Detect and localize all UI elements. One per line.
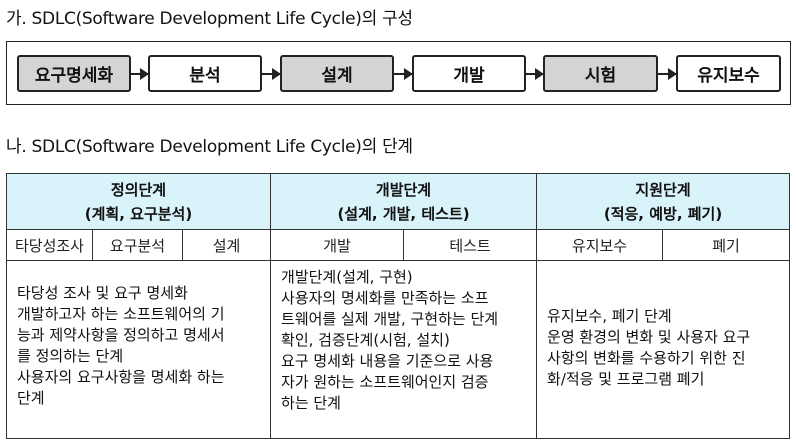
support-description: 유지보수, 폐기 단계 운영 환경의 변화 및 사용자 요구 사항의 변화를 수…: [536, 260, 791, 439]
desc-line: 능과 제약사항을 정의하고 명세서: [17, 326, 225, 344]
sdlc-flow-frame: [6, 41, 791, 105]
desc-line: 사용자의 요구사항을 명세화 하는: [17, 368, 225, 386]
desc-line: 를 정의하는 단계: [17, 347, 124, 365]
flow-box-development: 개발: [412, 55, 526, 92]
flow-box-design: 설계: [280, 55, 394, 92]
step-cell: 개발: [270, 229, 405, 261]
sdlc-phase-table: 정의단계 (계획, 요구분석) 개발단계 (설계, 개발, 테스트) 지원단계 …: [5, 173, 791, 439]
flow-arrow: [131, 68, 149, 80]
desc-line: 개발단계(설계, 구현): [281, 268, 413, 286]
phase-header-development: 개발단계 (설계, 개발, 테스트): [270, 173, 538, 230]
phase-subtitle: (설계, 개발, 테스트): [337, 204, 470, 223]
definition-description: 타당성 조사 및 요구 명세화 개발하고자 하는 소프트웨어의 기 능과 제약사…: [5, 260, 272, 439]
development-description: 개발단계(설계, 구현) 사용자의 명세화를 만족하는 소프 트웨어를 실제 개…: [270, 260, 538, 439]
desc-line: 트웨어를 실제 개발, 구현하는 단계: [281, 310, 499, 328]
desc-line: 타당성 조사 및 요구 명세화: [17, 284, 188, 302]
flow-box-requirements: 요구명세화: [17, 55, 131, 92]
desc-line: 유지보수, 폐기 단계: [547, 307, 672, 325]
phase-subtitle: (적응, 예방, 폐기): [603, 204, 723, 223]
desc-line: 확인, 검증단계(시험, 설치): [281, 331, 450, 349]
desc-line: 화/적응 및 프로그램 폐기: [547, 370, 705, 388]
step-cell: 요구분석: [92, 229, 183, 261]
step-cell: 설계: [181, 229, 272, 261]
phase-header-support: 지원단계 (적응, 예방, 폐기): [536, 173, 791, 230]
flow-box-testing: 시험: [543, 55, 658, 92]
step-cell: 폐기: [662, 229, 791, 261]
section-a-heading: 가. SDLC(Software Development Life Cycle)…: [6, 9, 413, 29]
phase-title: 지원단계: [635, 180, 691, 199]
step-cell: 유지보수: [536, 229, 664, 261]
flow-box-analysis: 분석: [148, 55, 262, 92]
desc-line: 사항의 변화를 수용하기 위한 진: [547, 349, 746, 367]
desc-line: 요구 명세화 내용을 기준으로 사용: [281, 352, 494, 370]
desc-line: 개발하고자 하는 소프트웨어의 기: [17, 305, 225, 323]
phase-header-definition: 정의단계 (계획, 요구분석): [5, 173, 272, 230]
flow-arrow: [658, 68, 677, 80]
desc-line: 자가 원하는 소프트웨어인지 검증: [281, 373, 489, 391]
flow-arrow: [262, 68, 281, 80]
desc-line: 운영 환경의 변화 및 사용자 요구: [547, 328, 751, 346]
step-cell: 테스트: [403, 229, 538, 261]
phase-title: 정의단계: [110, 180, 167, 199]
flow-arrow: [394, 68, 413, 80]
flow-arrow: [526, 68, 544, 80]
step-cell: 타당성조사: [6, 229, 93, 261]
desc-line: 사용자의 명세화를 만족하는 소프: [281, 289, 489, 307]
phase-title: 개발단계: [375, 180, 432, 199]
flow-box-maintenance: 유지보수: [676, 55, 781, 92]
phase-subtitle: (계획, 요구분석): [84, 204, 193, 223]
desc-line: 하는 단계: [281, 394, 341, 412]
desc-line: 단계: [17, 389, 45, 407]
section-b-heading: 나. SDLC(Software Development Life Cycle)…: [6, 137, 413, 157]
